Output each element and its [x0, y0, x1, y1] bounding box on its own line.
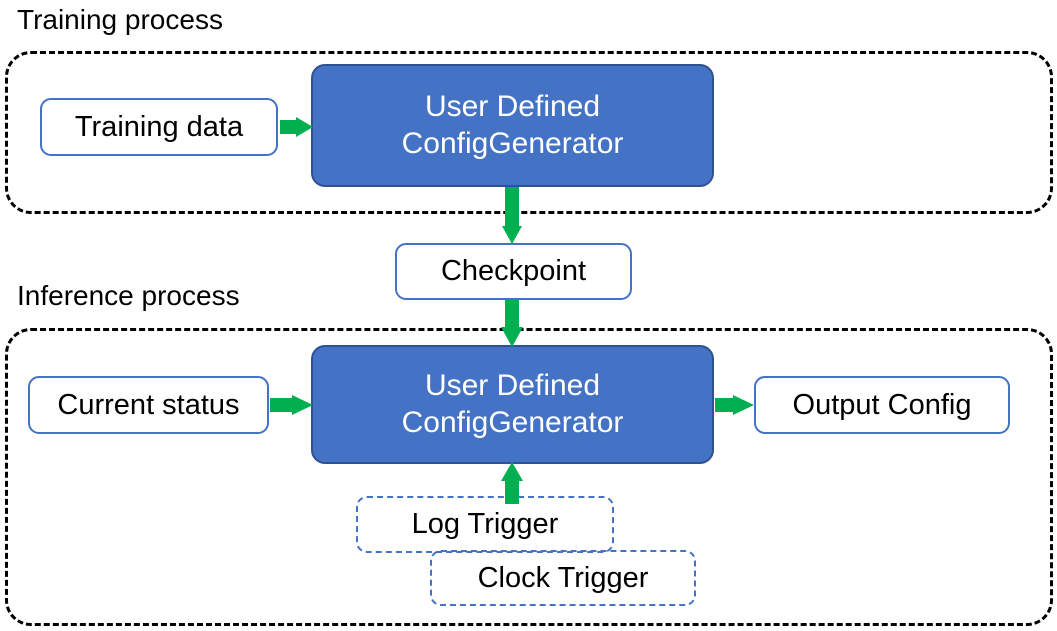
node-output-config[interactable]: Output Config [754, 376, 1010, 434]
node-training-data[interactable]: Training data [40, 98, 278, 156]
node-current-status[interactable]: Current status [28, 376, 269, 434]
node-log-trigger[interactable]: Log Trigger [356, 496, 614, 553]
generator-inference-line-2: ConfigGenerator [401, 405, 624, 439]
generator-inference-line-1: User Defined [424, 368, 601, 402]
inference-process-container [5, 328, 1053, 626]
node-checkpoint[interactable]: Checkpoint [395, 243, 632, 300]
node-user-defined-config-generator-inference[interactable]: User Defined ConfigGenerator [311, 345, 714, 464]
training-process-container [5, 51, 1053, 214]
generator-training-line-2: ConfigGenerator [401, 126, 624, 160]
training-process-label: Training process [17, 4, 223, 35]
inference-process-label: Inference process [17, 280, 240, 311]
generator-training-line-1: User Defined [424, 89, 601, 123]
node-user-defined-config-generator-training[interactable]: User Defined ConfigGenerator [311, 64, 714, 187]
node-clock-trigger[interactable]: Clock Trigger [430, 550, 696, 606]
